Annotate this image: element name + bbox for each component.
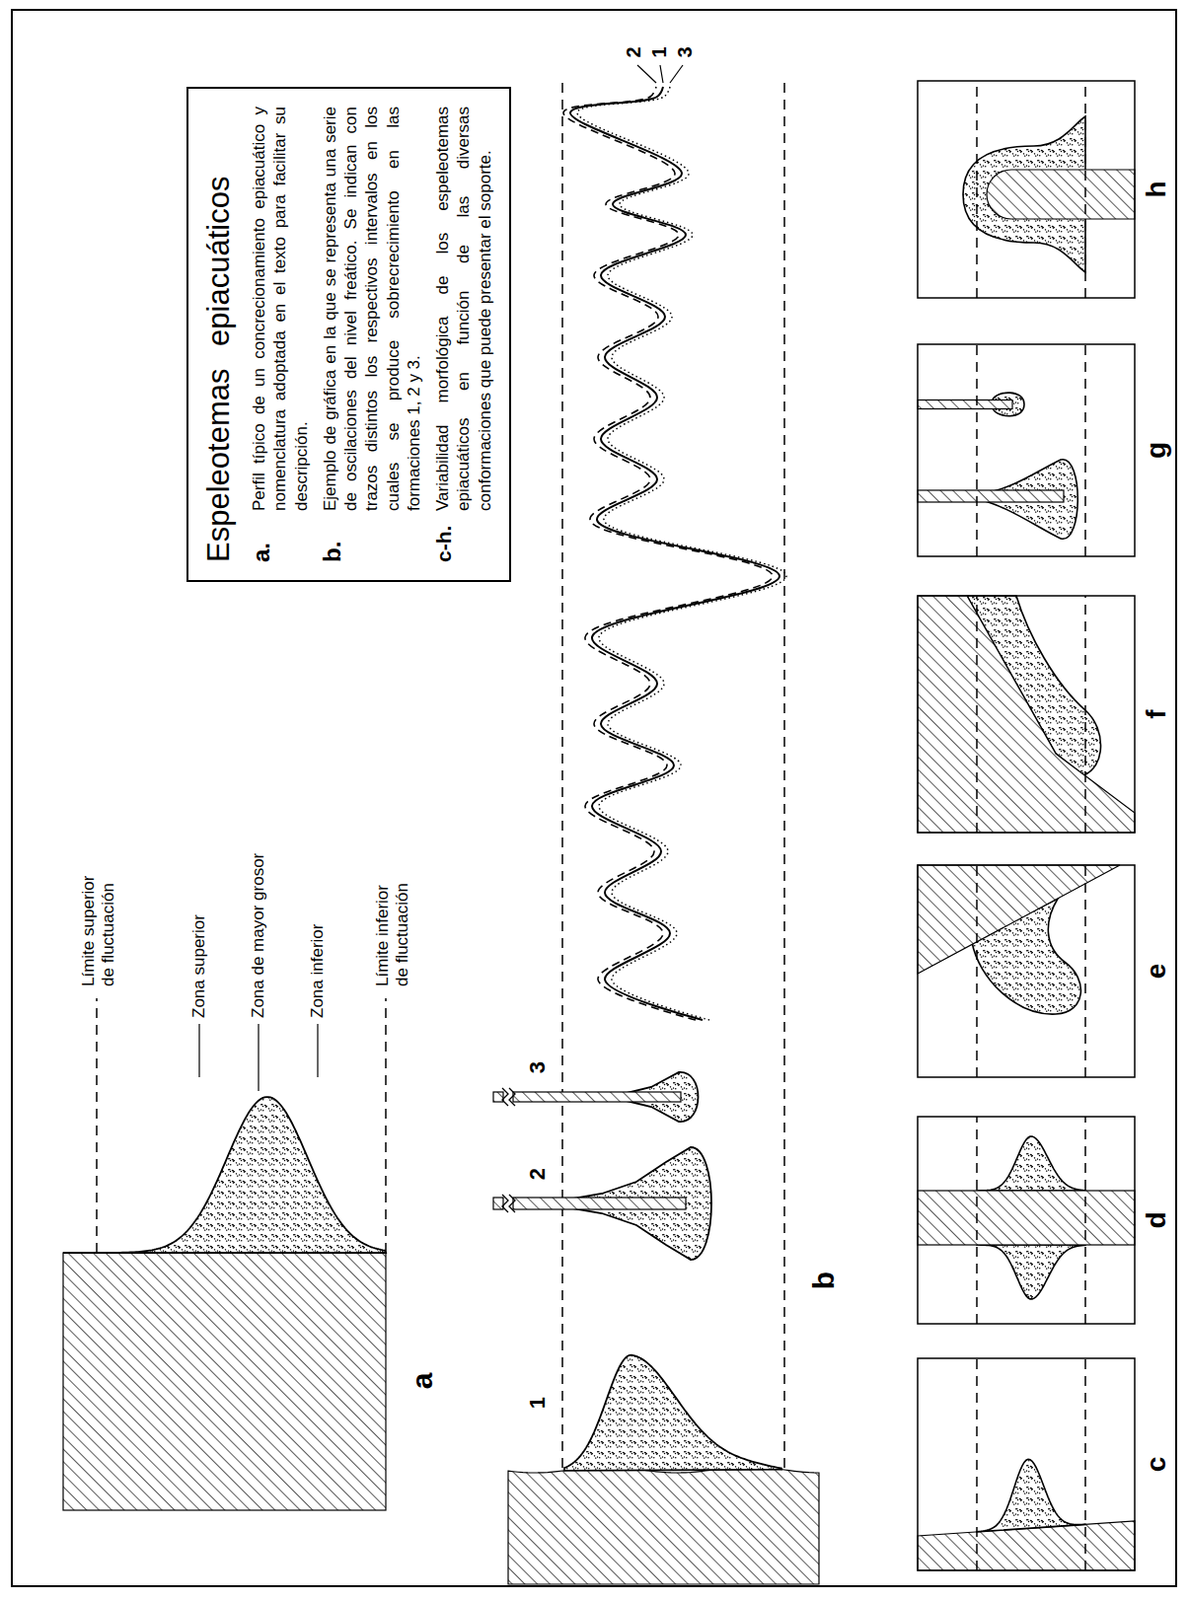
panel-letter: h: [1142, 180, 1171, 198]
panel-box: [917, 1358, 1135, 1571]
fluctuation-limit: [384, 998, 387, 1254]
fluctuation-limit: [1084, 80, 1087, 298]
callout-number: 3: [526, 1061, 549, 1074]
fluctuation-limit: [783, 80, 786, 1469]
panel-box: [917, 865, 1135, 1078]
support-rod: [917, 490, 1064, 503]
break-mark: [509, 1194, 516, 1213]
concretion: [976, 1136, 1086, 1191]
variant-panel: [917, 595, 1135, 833]
panel-letter: g: [1142, 442, 1171, 459]
formation-1: [564, 1355, 782, 1472]
concretion: [976, 1459, 1086, 1533]
item-letter: a.: [248, 511, 274, 563]
leader-line: [669, 65, 683, 83]
item-text: Variabilidad morfológica de los espeleot…: [432, 106, 496, 512]
panel-box: [917, 1116, 1135, 1325]
concretion: [96, 1097, 386, 1254]
support-rod: [493, 1197, 504, 1210]
panel-a: [63, 998, 386, 1511]
zone-label: Zona superior: [189, 914, 210, 1019]
variant-panel: [917, 1358, 1135, 1571]
zone-label: Zona inferior: [307, 924, 328, 1019]
concretion: [976, 1245, 1086, 1300]
fluctuation-limit: [1084, 1116, 1087, 1325]
item-letter: b.: [319, 511, 345, 563]
callout-number: 3: [674, 46, 695, 58]
panel-letter: c: [1142, 1457, 1171, 1474]
variant-panel: [917, 80, 1135, 298]
support-rod: [513, 1197, 686, 1210]
legend-box: Espeleotemas epiacuáticos a.Perfil típico…: [186, 86, 512, 583]
support-column: [986, 169, 1135, 220]
water-level-curve-1: [570, 86, 780, 1021]
variant-panel: [917, 865, 1135, 1078]
support-rod: [493, 1092, 504, 1103]
item-text: Ejemplo de gráfica en la que se represen…: [319, 106, 425, 512]
overhanging-support: [917, 595, 1135, 833]
fluctuation-limit: [975, 344, 978, 557]
wall-line: [63, 1252, 386, 1255]
variant-panel: [917, 1116, 1135, 1325]
leader-line: [637, 65, 657, 83]
support-column: [917, 1190, 1135, 1246]
break-mark: [509, 1088, 516, 1107]
fluctuation-limit: [975, 80, 978, 298]
page-frame: [11, 9, 1177, 1587]
heading: Espeleotemas epiacuáticos: [200, 106, 237, 563]
item-text: Perfil típico de un concrecionamiento ep…: [248, 106, 312, 512]
support-rod: [513, 1092, 681, 1103]
callout-number: 1: [526, 1397, 549, 1410]
fluctuation-limit: [975, 1116, 978, 1325]
break-mark: [502, 1194, 509, 1213]
inclined-support: [917, 865, 1120, 974]
leader-line: [316, 1024, 318, 1078]
panel-box: [917, 80, 1135, 298]
panel-letter: e: [1142, 964, 1171, 980]
fluctuation-limit: [1084, 865, 1087, 1078]
leader-line: [198, 1024, 200, 1078]
panel-letter: b: [809, 1271, 839, 1290]
leader-line: [660, 65, 664, 83]
fluctuation-limit: [95, 998, 98, 1254]
limit-label: Límite superior de fluctuación: [78, 854, 118, 987]
panel-letter: a: [407, 1373, 438, 1391]
callout-number: 1: [649, 46, 669, 58]
item-letter: c-h.: [432, 511, 454, 563]
fluctuation-limit: [1084, 1358, 1087, 1571]
fluctuation-limit: [1084, 595, 1087, 833]
fluctuation-limit: [975, 865, 978, 1078]
callout-number: 2: [623, 46, 644, 58]
panel-b: [493, 65, 819, 1585]
zone-label: Zona de mayor grosor: [248, 853, 269, 1019]
limit-label: Límite inferior de fluctuación: [372, 866, 412, 987]
leader-line: [257, 1024, 259, 1092]
cave-wall: [508, 1467, 819, 1585]
panel-box: [917, 344, 1135, 557]
variant-panel: [917, 344, 1135, 557]
support-rod: [917, 400, 1013, 410]
fluctuation-limit: [975, 1358, 978, 1571]
break-mark: [502, 1088, 509, 1107]
fluctuation-limit: [1084, 344, 1087, 557]
water-level-curve-3: [577, 86, 787, 1021]
support-rock: [63, 1253, 386, 1511]
fluctuation-limit: [561, 80, 564, 1469]
panel-letter: d: [1142, 1211, 1171, 1229]
panel-letter: f: [1142, 709, 1171, 719]
panel-box: [917, 595, 1135, 833]
water-level-curve-2: [563, 86, 773, 1021]
callout-number: 2: [526, 1168, 549, 1181]
fluctuation-limit: [975, 595, 978, 833]
